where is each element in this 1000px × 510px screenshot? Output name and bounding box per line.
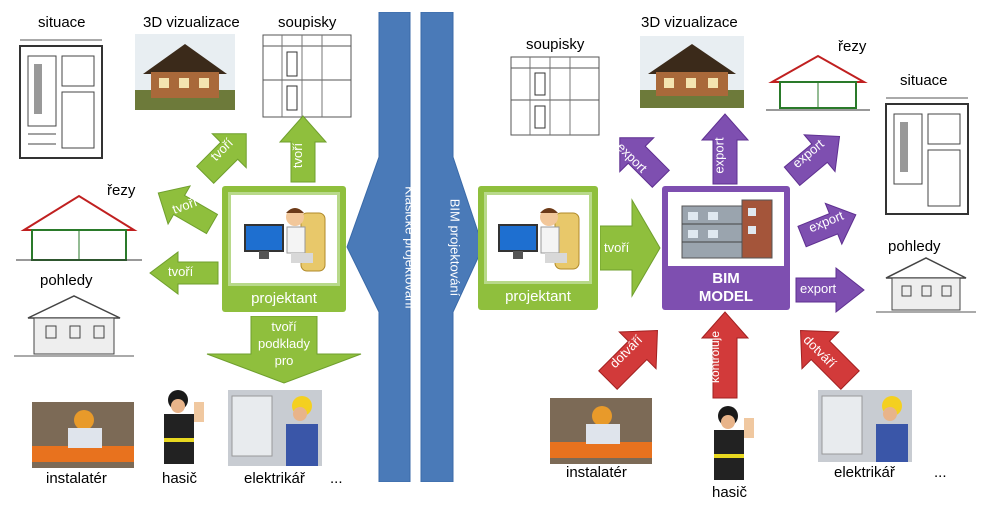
arrow-dotvari-1 (598, 330, 658, 390)
label-pohledy-left: pohledy (40, 272, 93, 289)
vizualizace-image-right (640, 36, 744, 108)
projektant-label-left: projektant (251, 290, 317, 307)
label-rezy-left: řezy (107, 182, 136, 199)
label-elektrikar-left: elektrikář (244, 470, 305, 487)
situace-drawing-left (19, 39, 103, 159)
photo-instalater-left (32, 402, 134, 468)
label-vizualizace-left: 3D vizualizace (143, 14, 240, 31)
photo-hasic-left (164, 390, 204, 464)
label-hasic-right: hasič (712, 484, 748, 501)
arrow-export-3 (783, 134, 841, 187)
arrow-kontroluje-label: kontroluje (708, 330, 723, 384)
label-situace-left: situace (38, 14, 86, 31)
soupisky-table-right (510, 56, 600, 136)
arrow-export-1 (619, 137, 670, 188)
label-situace-right: situace (900, 72, 948, 89)
arrow-tvori-1 (196, 133, 247, 184)
projektant-box-left: projektant (222, 186, 346, 312)
arrow-export-2-label: export (711, 137, 727, 174)
arrow-tvori-2-label: tvoří (290, 142, 306, 169)
label-rezy-right: řezy (838, 38, 867, 55)
arrow-export-5-label: export (800, 281, 837, 296)
arrow-tvori-right (600, 198, 661, 298)
arrow-kontroluje (700, 311, 750, 399)
klasicke-projektovani-label: Klasické projektování (402, 186, 418, 309)
photo-instalater-right (550, 398, 652, 464)
label-instalater-right: instalatér (566, 464, 627, 481)
center-banners (346, 12, 484, 482)
label-soupisky-right: soupisky (526, 36, 585, 53)
photo-elektrikar-right (818, 390, 912, 462)
label-more-right: ... (934, 464, 947, 481)
label-elektrikar-right: elektrikář (834, 464, 895, 481)
arrow-export-5 (795, 266, 865, 314)
photo-elektrikar-left (228, 390, 322, 466)
pohledy-drawing-left (14, 295, 134, 357)
label-pohledy-right: pohledy (888, 238, 941, 255)
arrow-export-2 (700, 113, 750, 185)
situace-drawing-right (885, 97, 969, 215)
bim-projektovani-label: BIM projektování (447, 198, 463, 297)
arrow-tvori-podklady (206, 316, 362, 384)
arrow-tvori-3 (157, 185, 219, 235)
label-more-left: ... (330, 470, 343, 487)
bim-model-box: BIM MODEL (662, 186, 790, 310)
pohledy-drawing-right (876, 257, 976, 313)
projektant-icon-left (244, 208, 326, 272)
rezy-drawing-right (766, 54, 870, 111)
label-soupisky-left: soupisky (278, 14, 337, 31)
arrow-export-4 (797, 202, 857, 248)
photo-hasic-right (714, 406, 754, 480)
vizualizace-image-left (135, 34, 235, 110)
soupisky-table-left (262, 34, 352, 118)
projektant-box-right: projektant (478, 186, 598, 310)
bim-label-line2: MODEL (698, 288, 754, 305)
arrow-tvori-right-label: tvoří (604, 240, 630, 255)
label-vizualizace-right: 3D vizualizace (641, 14, 738, 31)
projektant-icon-right (498, 208, 580, 270)
arrow-tvori-4-label: tvoří (168, 264, 194, 279)
arrow-dotvari-2 (800, 330, 860, 390)
rezy-drawing-left (16, 194, 142, 261)
arrow-tvori-2 (278, 115, 328, 183)
label-hasic-left: hasič (162, 470, 198, 487)
arrow-tvori-4 (149, 251, 219, 295)
arrow-tvori-podklady-label: tvoří podklady pro (257, 319, 311, 368)
bim-building-image (681, 199, 773, 259)
projektant-label-right: projektant (505, 288, 571, 305)
bim-label-line1: BIM (712, 270, 740, 287)
label-instalater-left: instalatér (46, 470, 107, 487)
